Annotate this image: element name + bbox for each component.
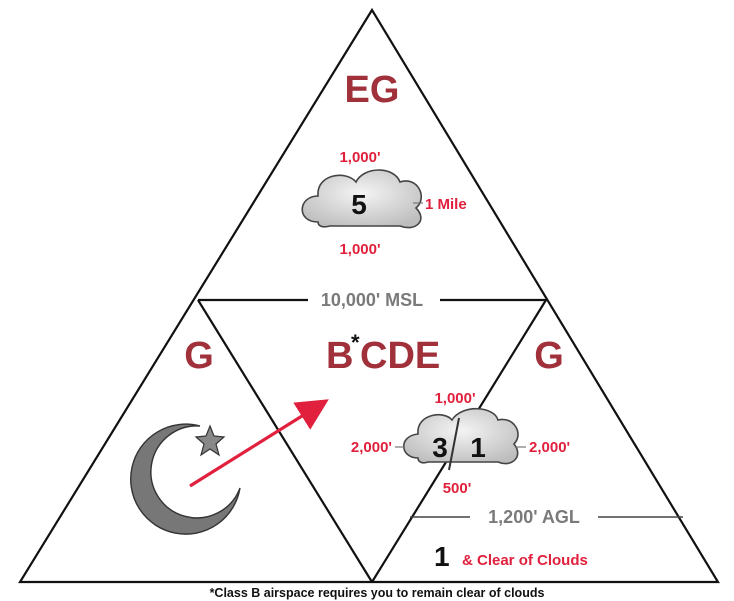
top-clearance-below: 1,000' bbox=[339, 241, 380, 258]
mid-clearance-above: 1,000' bbox=[434, 390, 475, 407]
region-label-g-right: G bbox=[534, 335, 564, 377]
bottom-visibility: 1 bbox=[434, 541, 450, 572]
mid-clearance-right: 2,000' bbox=[529, 439, 570, 456]
footnote: *Class B airspace requires you to remain… bbox=[210, 586, 545, 600]
top-visibility: 5 bbox=[351, 189, 367, 220]
cloud-icon bbox=[402, 408, 519, 465]
mid-visibility-right: 1 bbox=[470, 432, 486, 463]
arrow-icon bbox=[189, 399, 329, 488]
star-icon bbox=[194, 424, 226, 457]
region-label-eg: EG bbox=[345, 69, 400, 111]
mid-clearance-left: 2,000' bbox=[351, 439, 392, 456]
agl-label: 1,200' AGL bbox=[488, 507, 580, 527]
moon-icon bbox=[130, 423, 241, 535]
clear-of-clouds-label: & Clear of Clouds bbox=[462, 552, 588, 569]
mid-visibility-left: 3 bbox=[432, 432, 448, 463]
cloud-icon bbox=[301, 169, 422, 229]
divider-slash bbox=[448, 417, 460, 471]
msl-label-backing bbox=[308, 288, 440, 312]
region-label-cde: CDE bbox=[360, 335, 440, 377]
top-clearance-horizontal: 1 Mile bbox=[425, 196, 467, 213]
triangle-outline bbox=[18, 7, 720, 584]
outer-triangle bbox=[18, 7, 720, 584]
msl-label: 10,000' MSL bbox=[321, 290, 423, 310]
inner-left-edge bbox=[197, 299, 373, 583]
region-label-b: B bbox=[326, 335, 353, 377]
top-clearance-above: 1,000' bbox=[339, 149, 380, 166]
region-label-g-left: G bbox=[184, 335, 214, 377]
class-b-asterisk: * bbox=[351, 330, 360, 355]
mid-clearance-below: 500' bbox=[443, 480, 472, 497]
